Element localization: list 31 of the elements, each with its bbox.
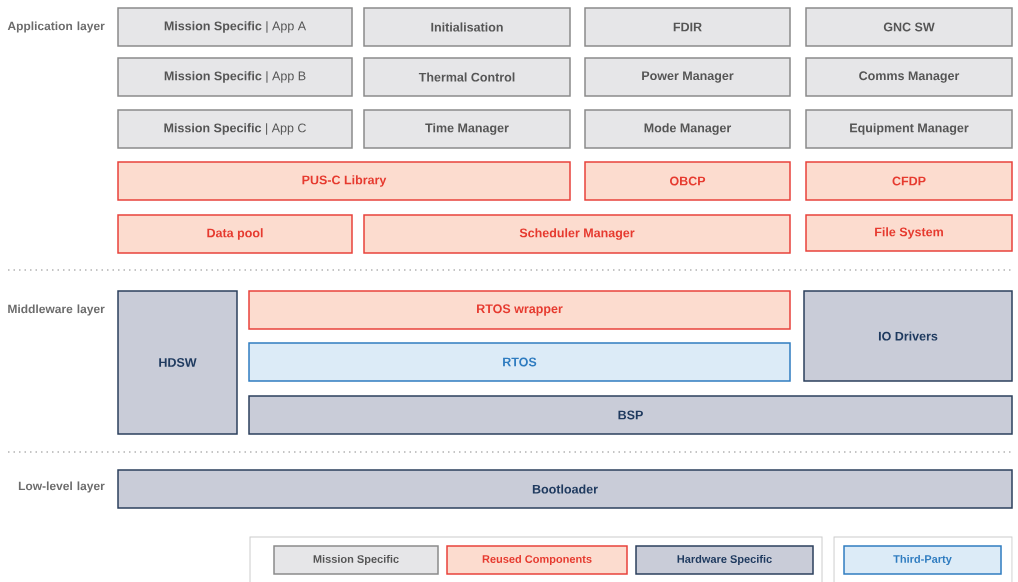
legend-item: Hardware Specific bbox=[635, 545, 814, 575]
component-box: RTOS bbox=[248, 342, 791, 382]
layer-label: Application layer bbox=[7, 21, 105, 33]
component-box: Power Manager bbox=[584, 57, 791, 97]
component-box: Mode Manager bbox=[584, 109, 791, 149]
component-box: PUS-C Library bbox=[117, 161, 571, 201]
component-box: BSP bbox=[248, 395, 1013, 435]
component-box: Mission Specific | App B bbox=[117, 57, 353, 97]
component-box: Equipment Manager bbox=[805, 109, 1013, 149]
component-box: Comms Manager bbox=[805, 57, 1013, 97]
layer-label: Low-level layer bbox=[18, 481, 105, 493]
component-box: GNC SW bbox=[805, 7, 1013, 47]
component-box: CFDP bbox=[805, 161, 1013, 201]
component-box: FDIR bbox=[584, 7, 791, 47]
component-box: Time Manager bbox=[363, 109, 571, 149]
component-box: Mission Specific | App C bbox=[117, 109, 353, 149]
legend-item: Reused Components bbox=[446, 545, 628, 575]
component-box: OBCP bbox=[584, 161, 791, 201]
component-box: HDSW bbox=[117, 290, 238, 435]
component-box: File System bbox=[805, 214, 1013, 252]
layer-label: Middleware layer bbox=[8, 304, 105, 316]
component-box: Bootloader bbox=[117, 469, 1013, 509]
component-box: Mission Specific | App A bbox=[117, 7, 353, 47]
component-box: Thermal Control bbox=[363, 57, 571, 97]
legend-item: Mission Specific bbox=[273, 545, 439, 575]
component-box: Data pool bbox=[117, 214, 353, 254]
component-box: RTOS wrapper bbox=[248, 290, 791, 330]
component-box: Initialisation bbox=[363, 7, 571, 47]
legend-item: Third-Party bbox=[843, 545, 1002, 575]
component-box: Scheduler Manager bbox=[363, 214, 791, 254]
component-box: IO Drivers bbox=[803, 290, 1013, 382]
